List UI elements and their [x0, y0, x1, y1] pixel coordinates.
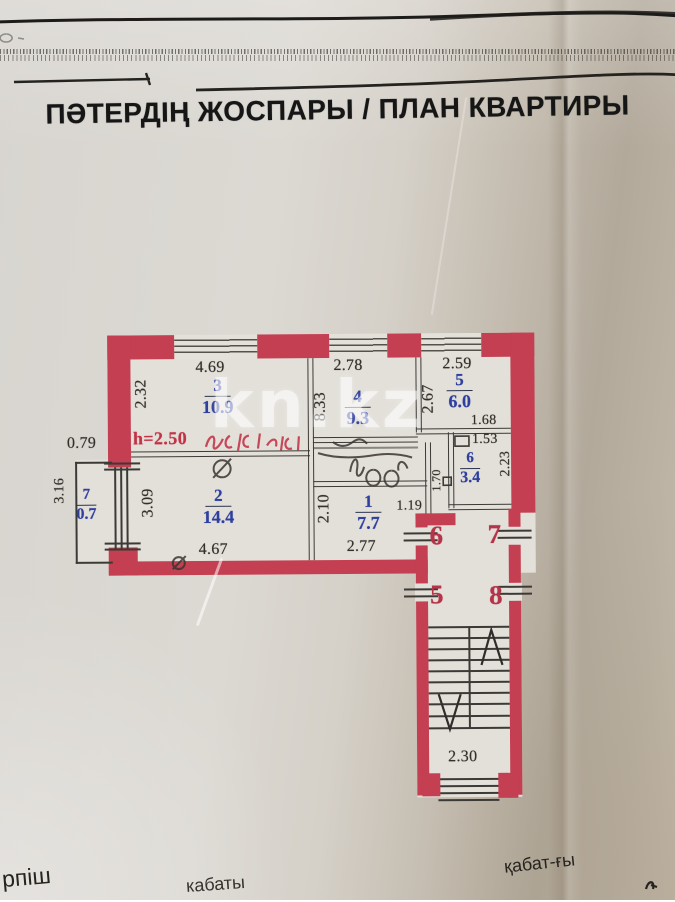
fine-print-row-2	[0, 55, 675, 61]
stairs-down-arrow	[437, 693, 462, 733]
stair-arrows	[437, 626, 504, 733]
small-circle-mark	[171, 556, 186, 571]
second-rule-left	[13, 72, 152, 86]
handwritten-100-mark	[349, 458, 409, 488]
door-symbols	[442, 435, 470, 487]
watermark: kn.kz	[210, 366, 424, 443]
faint-stamp-mark	[0, 33, 25, 43]
second-rule-right	[195, 72, 675, 92]
fine-print-row	[0, 49, 675, 54]
stairs-up-arrow	[480, 626, 504, 666]
red-handwritten-scribble	[204, 433, 301, 451]
corridor-scribble-line	[317, 452, 413, 459]
footer-partial-character	[644, 881, 658, 890]
door-leaf-room6	[454, 435, 470, 447]
footer-text-left: рпіш	[0, 861, 52, 893]
door-leaf-hall	[442, 476, 453, 487]
circle-slash-mark	[212, 459, 232, 479]
black-handwritten-scribbles	[171, 438, 413, 571]
top-rule-line-overlap	[429, 10, 675, 21]
footer-text-center: кабаты	[185, 871, 246, 897]
